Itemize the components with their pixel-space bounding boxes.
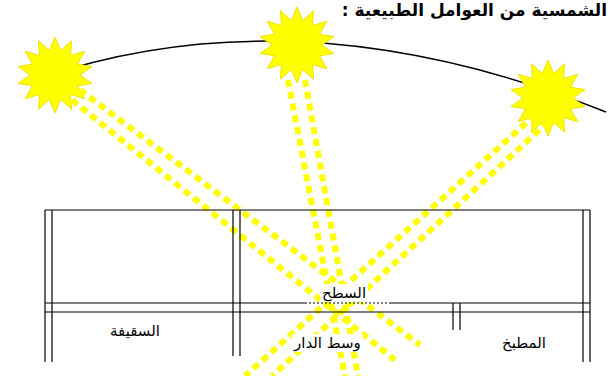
part-name: المطبخ xyxy=(500,334,548,352)
sun-symbol xyxy=(260,7,334,83)
sun-symbol xyxy=(18,37,92,113)
sun-rays xyxy=(72,80,548,376)
part-name: السقيفة xyxy=(108,322,162,340)
heading-text: الشمسية من العوامل الطبيعية : xyxy=(340,0,609,20)
suns xyxy=(18,7,585,136)
part-name: السطح xyxy=(320,284,368,302)
part-name: وسط الدار xyxy=(292,334,363,352)
house-walls xyxy=(45,210,590,362)
roof-opening xyxy=(305,302,390,303)
